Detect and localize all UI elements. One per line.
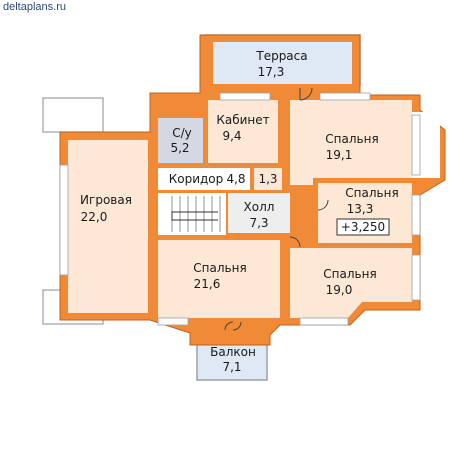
corridor-floor	[158, 168, 250, 190]
bedroom-ne-floor	[290, 100, 412, 185]
bedroom-sw-name: Спальня	[193, 261, 246, 275]
bedroom-e-area: 13,3	[347, 202, 374, 216]
bedroom-se-name: Спальня	[323, 267, 376, 281]
bedroom-e-name: Спальня	[345, 186, 398, 200]
small-room-area: 1,3	[258, 172, 277, 186]
doors	[224, 87, 329, 331]
small-room-floor	[254, 168, 282, 190]
corridor-name: Коридор	[169, 172, 224, 186]
bath-floor	[158, 118, 203, 163]
bedroom-sw-floor	[158, 240, 280, 318]
corridor-area: 4,8	[226, 172, 245, 186]
cabinet-area: 9,4	[222, 129, 241, 143]
room-labels: Терраса 17,3 Кабинет 9,4 С/у 5,2 Спальня…	[80, 49, 399, 374]
stairs	[171, 196, 221, 232]
balcony-name: Балкон	[210, 345, 256, 359]
stairs-floor	[158, 193, 226, 235]
bedroom-se-floor	[290, 248, 412, 318]
site-watermark: deltaplans.ru	[3, 1, 66, 13]
hall-name: Холл	[244, 200, 275, 214]
bedroom-ne-area: 19,1	[326, 148, 353, 162]
playroom-area: 22,0	[81, 210, 108, 224]
hall-area: 7,3	[249, 216, 268, 230]
terrace-name: Терраса	[255, 49, 307, 63]
playroom-floor	[68, 140, 148, 313]
bedroom-se-area: 19,0	[326, 283, 353, 297]
level-marker-box	[336, 218, 390, 236]
terrace-area: 17,3	[258, 65, 285, 79]
cabinet-floor	[208, 100, 278, 163]
playroom-name: Игровая	[80, 193, 132, 207]
bedroom-sw-area: 21,6	[194, 277, 221, 291]
balcony-area: 7,1	[222, 360, 241, 374]
level-marker: +3,250	[341, 220, 385, 234]
bath-name: С/у	[172, 126, 192, 140]
cabinet-name: Кабинет	[216, 113, 269, 127]
west-frame-top	[42, 97, 104, 133]
hall-floor	[228, 193, 290, 233]
bath-area: 5,2	[170, 141, 189, 155]
bedroom-ne-name: Спальня	[325, 132, 378, 146]
terrace-floor	[213, 42, 352, 84]
windows	[59, 92, 421, 326]
